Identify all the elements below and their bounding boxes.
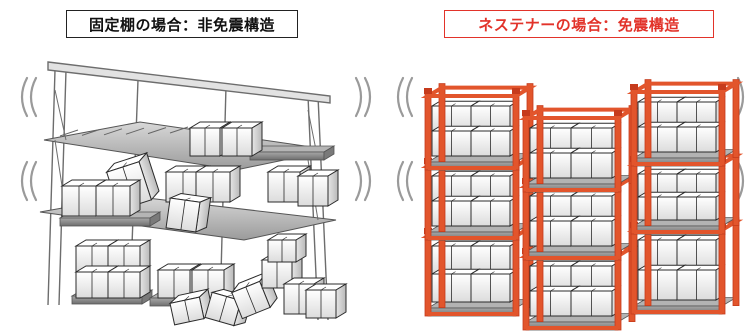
cardboard-box <box>106 265 152 299</box>
nestainer-label: ネステナーの場合：免震構造 <box>444 10 714 38</box>
fixed-shelf-label: 固定棚の場合：非免震構造 <box>66 10 298 38</box>
cardboard-box <box>675 264 726 301</box>
nestainer-rack <box>626 217 744 315</box>
nestainer-rack <box>420 153 538 241</box>
cardboard-box <box>304 283 348 319</box>
cardboard-box <box>569 285 622 317</box>
nestainer-rack <box>626 79 744 167</box>
nestainer-rack <box>420 223 538 317</box>
nestainer-rack <box>626 151 744 235</box>
fixed-shelf-illustration <box>39 61 348 327</box>
falling-box <box>165 192 213 233</box>
cardboard-box <box>194 165 242 203</box>
cardboard-box <box>675 121 726 153</box>
cardboard-box <box>94 179 142 217</box>
cardboard-box <box>569 215 622 247</box>
pallet <box>248 145 336 161</box>
nestainer-rack <box>518 105 640 193</box>
cardboard-box <box>469 125 520 157</box>
vibration-lines-icon <box>20 76 745 202</box>
cardboard-box <box>296 169 340 207</box>
cardboard-box <box>569 147 622 179</box>
cardboard-box <box>266 233 308 263</box>
cardboard-box <box>430 195 481 227</box>
cardboard-box <box>469 268 520 303</box>
nestainer-rack <box>420 83 538 171</box>
nestainer-rack-illustration <box>420 79 744 331</box>
cardboard-box <box>469 195 520 227</box>
cardboard-box <box>220 121 264 157</box>
cardboard-box <box>675 191 726 221</box>
